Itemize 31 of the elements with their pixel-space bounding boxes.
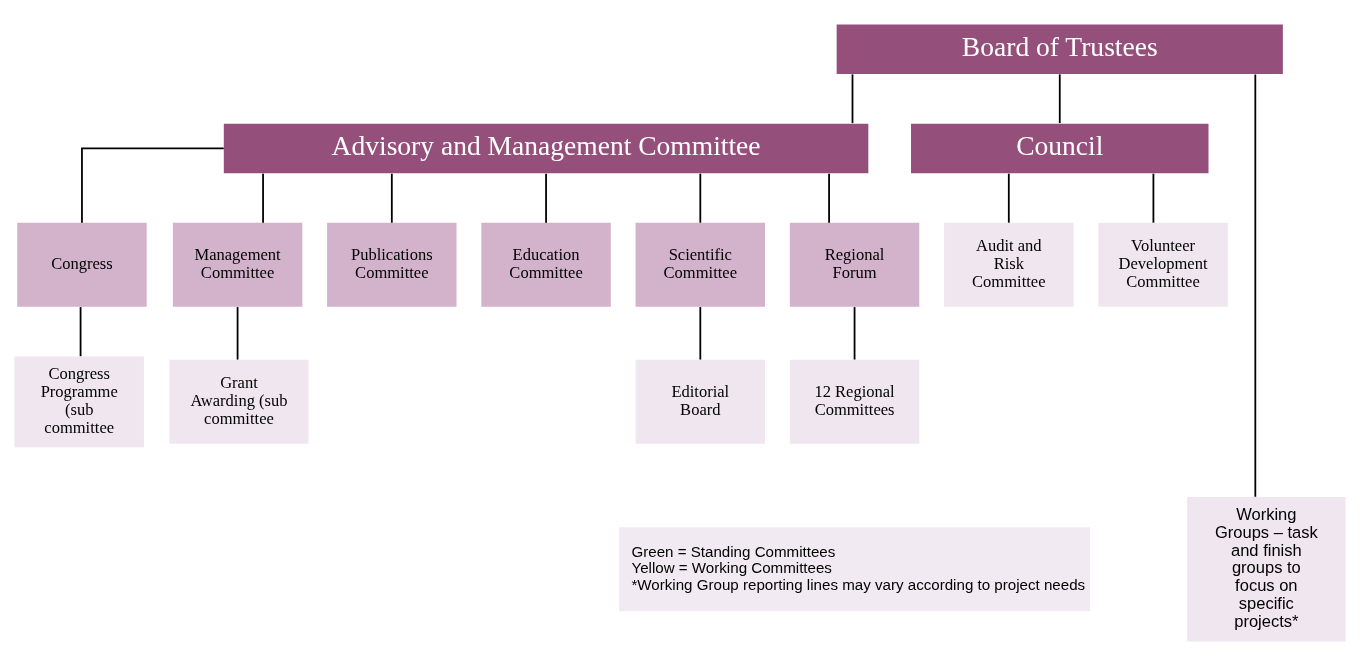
node-box: Management Committee [172,222,303,307]
connector [699,172,702,224]
node-box: Congress [17,222,147,307]
connector [853,306,856,361]
connector [236,306,239,361]
node-box: Scientific Committee [635,222,766,307]
connector [828,172,830,224]
connector [262,172,264,224]
node-box: Audit and Risk Committee [944,222,1074,307]
node-box: Editorial Board [635,359,766,444]
connector [1058,73,1061,124]
connector [699,306,702,361]
node-box: Volunteer Development Committee [1098,222,1228,307]
connector [1007,172,1010,224]
node-box: Regional Forum [789,222,920,307]
connector [545,172,547,224]
connector [1152,172,1155,224]
node-box: Council [911,123,1209,174]
connector [851,73,854,124]
connector [79,306,82,358]
node-box: 12 Regional Committees [789,359,920,444]
node-box: Publications Committee [327,222,457,307]
node-box: Congress Programme (sub committee [14,356,144,448]
node-box: Working Groups – task and finish groups to focus on specific projects* [1187,496,1346,642]
connector [390,172,393,224]
node-box: Advisory and Management Committee [223,123,869,174]
connector [81,147,225,224]
node-box: Board of Trustees [836,24,1283,75]
connector [1254,73,1257,498]
node-box: Grant Awarding (sub committee [169,359,309,444]
node-box: Education Committee [481,222,611,307]
